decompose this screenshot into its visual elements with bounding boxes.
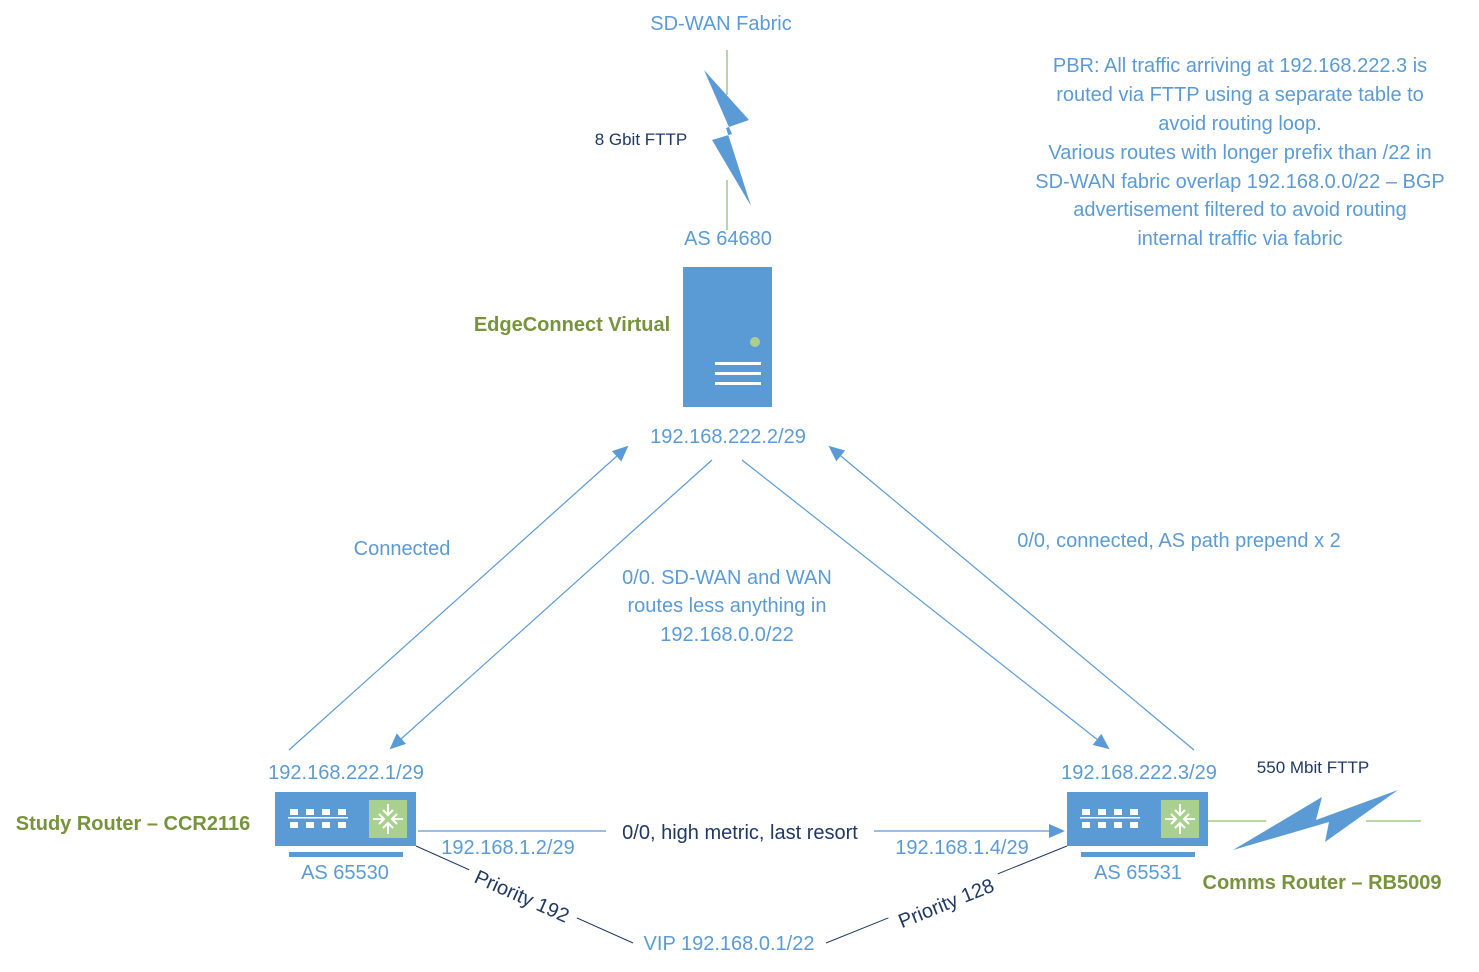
link-edge-to-study (389, 459, 713, 750)
study-router-wan-ip: 192.168.222.1/29 (268, 762, 424, 784)
comms-router-as-label: AS 65531 (1094, 862, 1182, 884)
label-edge-to-routers: 0/0. SD-WAN and WAN (622, 567, 832, 589)
study-router-lan-ip: 192.168.1.2/29 (441, 837, 574, 859)
label-backdrop (606, 819, 874, 843)
comms-lightning-icon (1233, 790, 1398, 850)
comms-router-link-label: 550 Mbit FTTP (1257, 758, 1369, 777)
comms-router-wan-ip: 192.168.222.3/29 (1061, 762, 1217, 784)
label-study-to-edge: Connected (354, 538, 451, 560)
link-comms-to-edge (828, 445, 1195, 751)
label-edge-to-routers: 192.168.0.0/22 (660, 624, 793, 646)
fabric-lightning-icon (704, 70, 751, 206)
note-line: SD-WAN fabric overlap 192.168.0.0/22 – B… (1035, 171, 1444, 193)
note-line: Various routes with longer prefix than /… (1048, 142, 1431, 164)
pbr-note: PBR: All traffic arriving at 192.168.222… (1035, 55, 1444, 250)
study-router-name: Study Router – CCR2116 (16, 813, 251, 835)
note-line: routed via FTTP using a separate table t… (1056, 84, 1424, 106)
comms-router-lan-ip: 192.168.1.4/29 (895, 837, 1028, 859)
label-backdrop (886, 868, 1006, 938)
edgeconnect-ip: 192.168.222.2/29 (650, 426, 806, 448)
note-line: avoid routing loop. (1158, 113, 1321, 135)
fabric-title: SD-WAN Fabric (650, 13, 791, 35)
comms-router-name: Comms Router – RB5009 (1203, 872, 1442, 894)
vrrp-study-priority: Priority 192 (471, 866, 572, 927)
note-line: advertisement filtered to avoid routing (1073, 199, 1407, 221)
vrrp-vip: VIP 192.168.0.1/22 (644, 933, 815, 955)
note-line: PBR: All traffic arriving at 192.168.222… (1053, 55, 1427, 77)
label-comms-to-study: 0/0, high metric, last resort (622, 822, 858, 844)
study-router-as-label: AS 65530 (301, 862, 389, 884)
edgeconnect-as-label: AS 64680 (684, 228, 772, 250)
router-icon (1067, 792, 1208, 857)
note-line: internal traffic via fabric (1137, 228, 1342, 250)
link-study-to-edge (288, 445, 629, 751)
fabric-link-label: 8 Gbit FTTP (595, 130, 688, 149)
label-backdrop (462, 860, 582, 932)
edgeconnect-name: EdgeConnect Virtual (474, 314, 670, 336)
link-edge-to-comms (741, 459, 1110, 750)
router-icon (275, 792, 416, 857)
label-comms-to-edge: 0/0, connected, AS path prepend x 2 (1017, 530, 1341, 552)
server-icon (683, 267, 772, 407)
label-edge-to-routers: routes less anything in (627, 595, 826, 617)
